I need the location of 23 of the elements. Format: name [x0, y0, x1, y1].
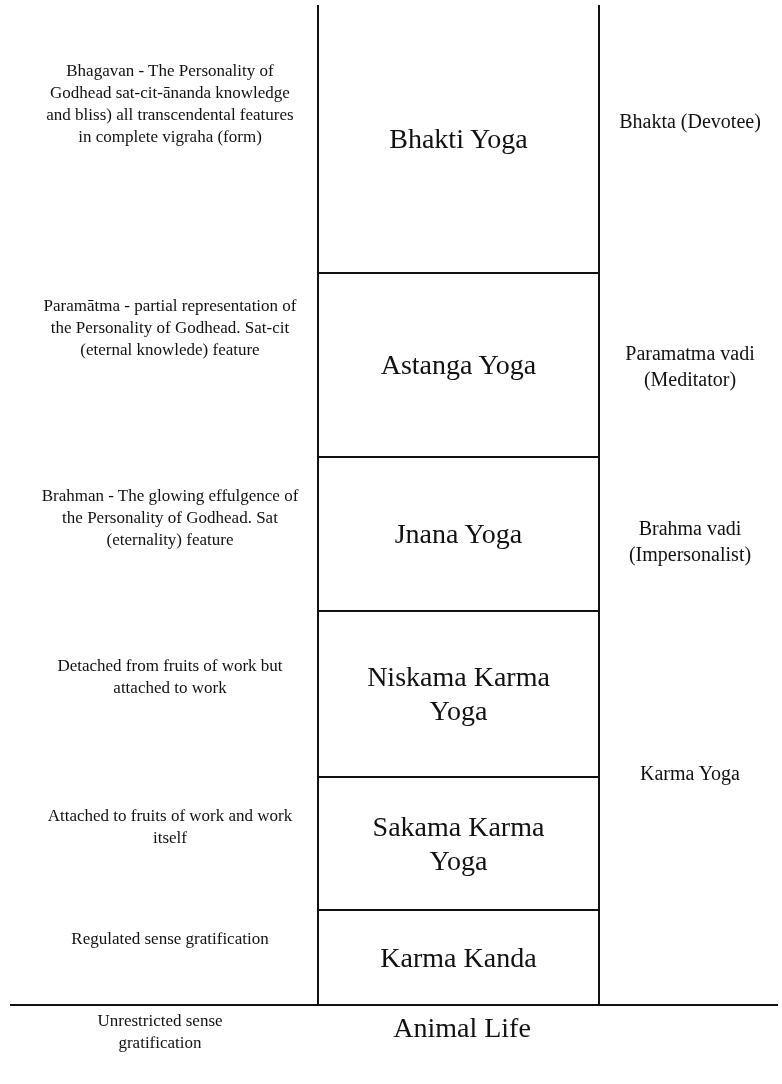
- stage-title: Animal Life: [392, 1012, 532, 1044]
- stage-title: Bhakti Yoga: [389, 121, 528, 156]
- description-text: Regulated sense gratification: [70, 928, 270, 950]
- practitioner-label: Karma Yoga: [639, 761, 741, 786]
- ladder-rung: [317, 778, 600, 911]
- stage-title: Sakama Karma Yoga: [371, 809, 546, 878]
- ladder-rung: [317, 612, 600, 778]
- ladder-rung: [317, 458, 600, 612]
- description-text: Unrestricted sense gratification: [96, 1010, 224, 1055]
- description-text: Brahman - The glowing effulgence of the Personality of Godhead. Sat (eternality) feature: [40, 485, 300, 552]
- stage-title: Niskama Karma Yoga: [366, 660, 551, 728]
- ladder-rung: [317, 5, 600, 274]
- practitioner-label: Bhakta (Devotee): [618, 109, 762, 134]
- description-text: Attached to fruits of work and work itself: [46, 805, 294, 850]
- practitioner-label: Paramatma vadi (Meditator): [624, 341, 756, 392]
- ladder-rung: [317, 274, 600, 458]
- description-text: Paramātma - partial representation of the Personality of Godhead. Sat-cit (eternal knowlede) feature: [42, 295, 298, 362]
- stage-title: Karma Kanda: [380, 940, 537, 975]
- stage-title: Jnana Yoga: [394, 517, 523, 551]
- description-text: Bhagavan - The Personality of Godhead sat-cit-ānanda knowledge and bliss) all transcendental features in complete vigraha (form): [45, 60, 295, 149]
- stage-title: Astanga Yoga: [380, 348, 537, 382]
- description-text: Detached from fruits of work but attached to work: [56, 655, 284, 700]
- practitioner-label: Brahma vadi (Impersonalist): [627, 516, 753, 567]
